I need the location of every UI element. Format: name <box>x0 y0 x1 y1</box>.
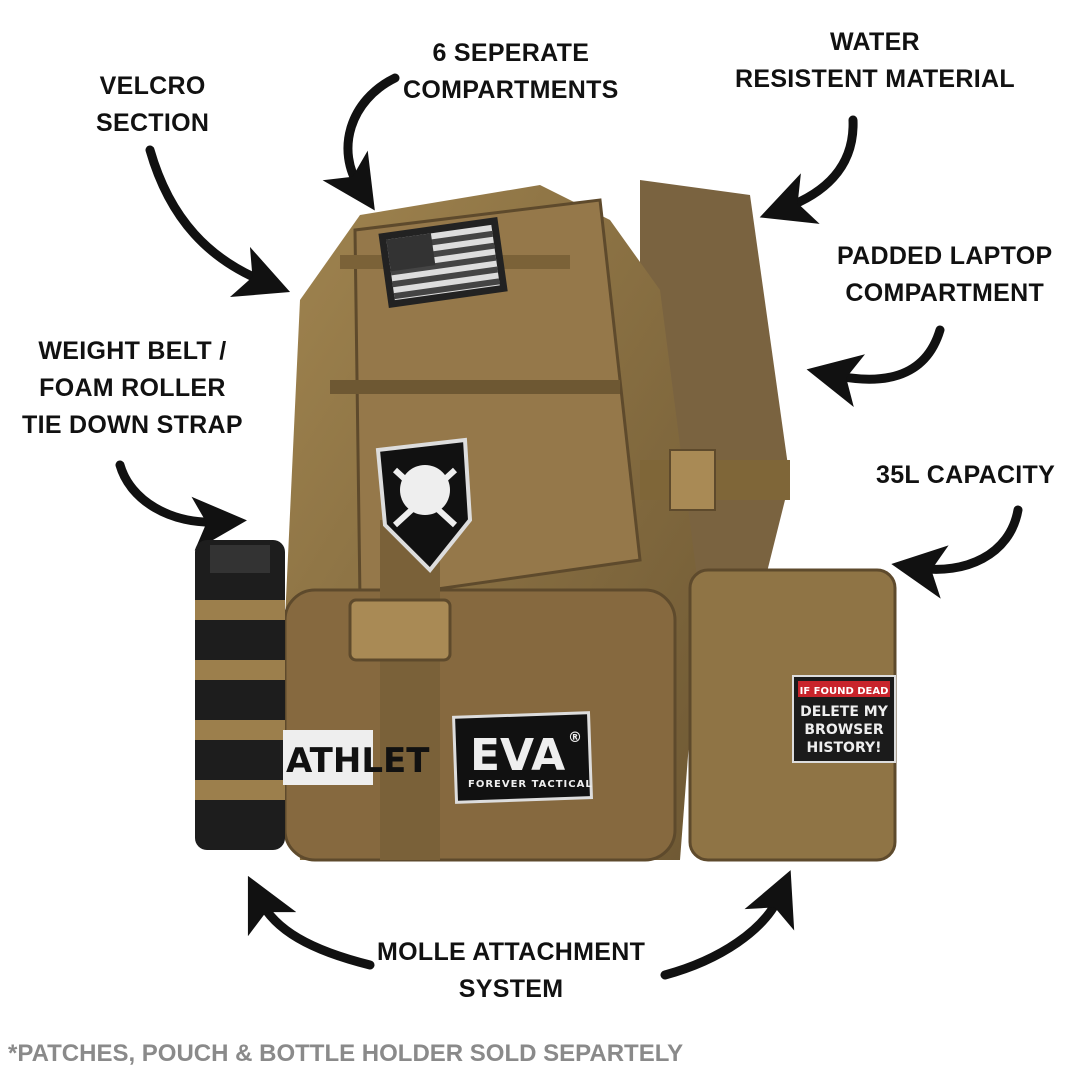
arrow-compartments <box>322 73 400 211</box>
svg-text:®: ® <box>568 730 582 746</box>
svg-text:IF FOUND DEAD: IF FOUND DEAD <box>800 686 889 697</box>
eva-tagline: FOREVER TACTICAL <box>468 779 593 790</box>
arrow-water <box>759 115 858 224</box>
if-found-dead-patch: IF FOUND DEAD DELETE MY BROWSER HISTORY! <box>792 675 896 763</box>
us-flag-patch <box>378 217 508 308</box>
svg-text:DELETE MY: DELETE MY <box>800 704 889 720</box>
svg-text:BROWSER: BROWSER <box>804 722 883 738</box>
backpack: ATHLET EVA ® FOREVER TACTICAL IF FOUND D… <box>195 180 897 862</box>
eva-patch: EVA ® FOREVER TACTICAL <box>452 711 594 804</box>
eva-logo-text: EVA <box>470 730 565 781</box>
arrow-molle-right <box>660 870 795 980</box>
svg-text:HISTORY!: HISTORY! <box>807 740 882 756</box>
footer-disclaimer: *PATCHES, POUCH & BOTTLE HOLDER SOLD SEP… <box>8 1040 684 1067</box>
callout-capacity: 35L CAPACITY <box>876 461 1056 489</box>
arrow-molle-left <box>247 875 375 970</box>
skull-shield-patch <box>375 437 473 573</box>
athlete-strip-text: ATHLET <box>286 741 430 781</box>
arrow-strap <box>115 460 247 551</box>
arrow-capacity <box>891 505 1023 599</box>
arrow-velcro <box>145 145 291 298</box>
arrow-laptop <box>806 325 945 408</box>
